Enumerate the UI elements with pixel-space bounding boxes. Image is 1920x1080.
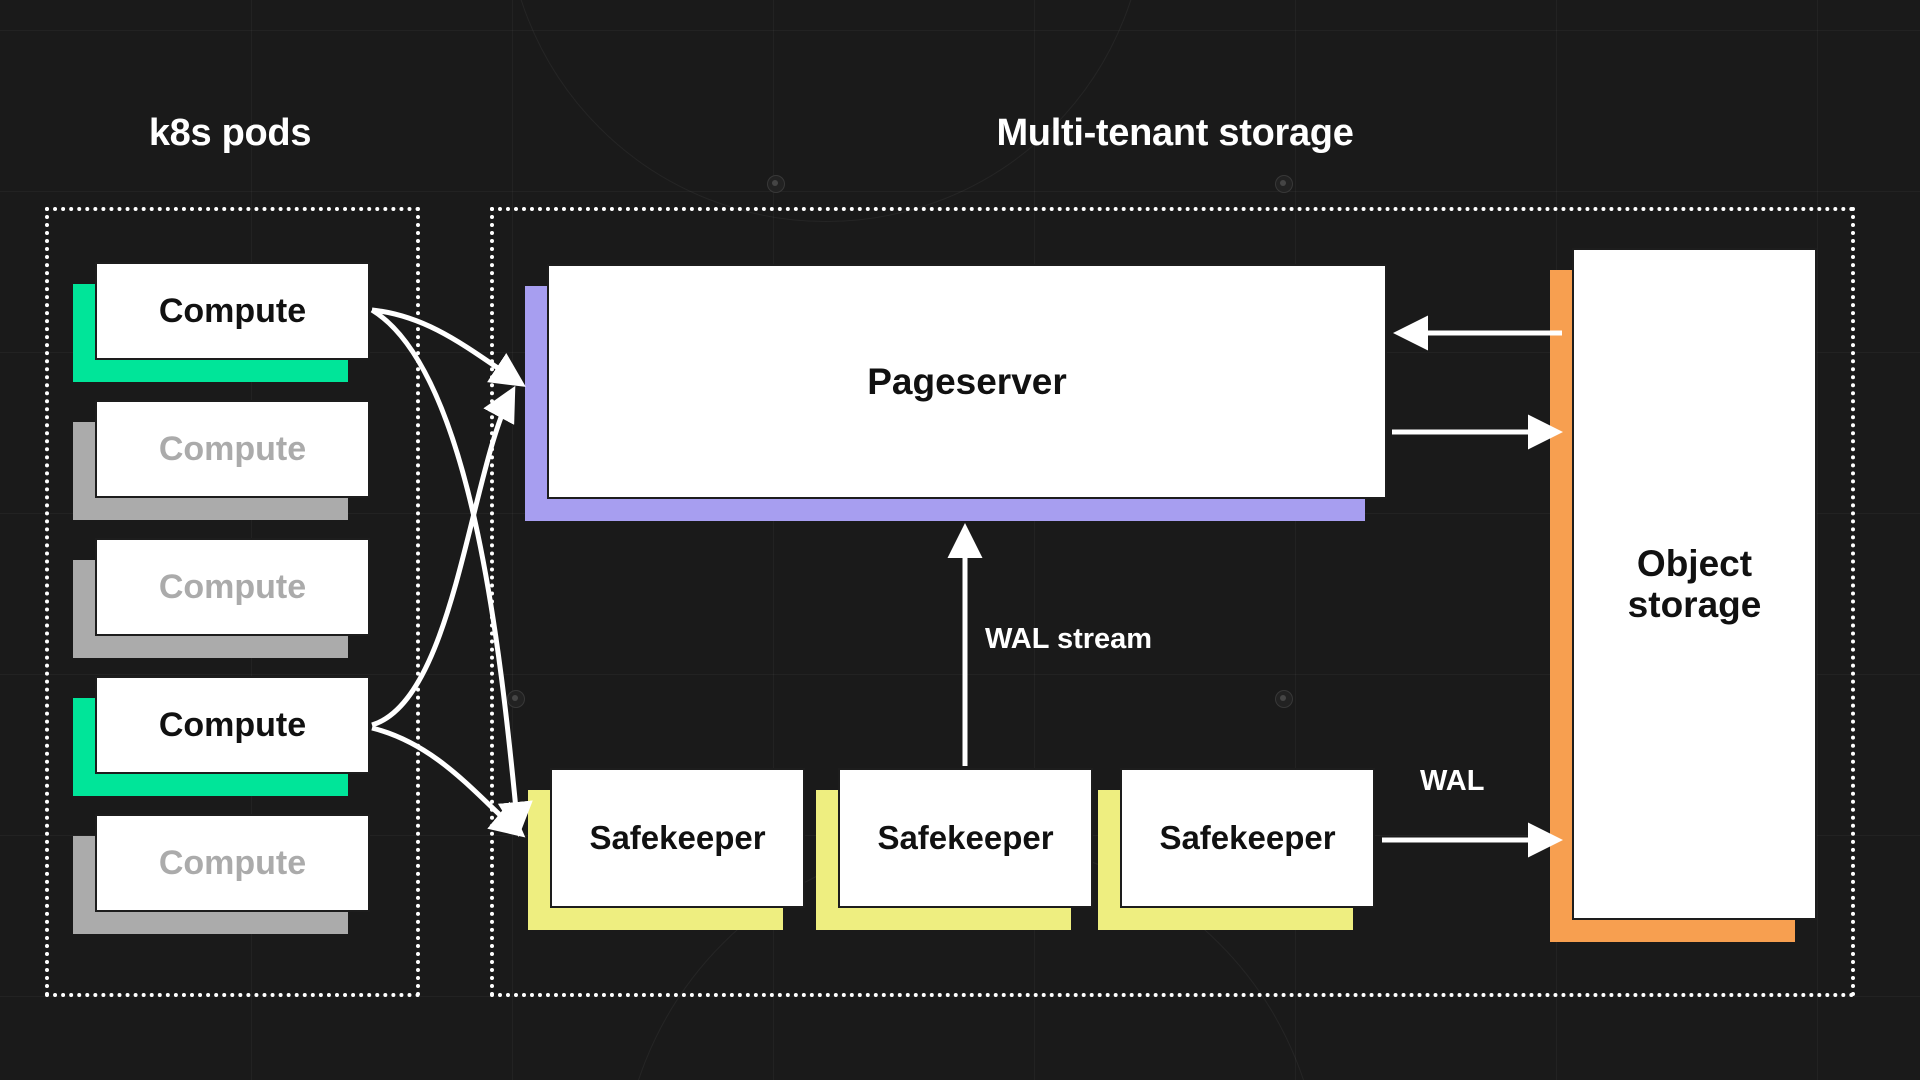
node-safekeeper-2-accent	[816, 790, 1071, 930]
node-compute-2-label: Compute	[95, 400, 370, 498]
node-safekeeper-3[interactable]: Safekeeper	[1098, 768, 1375, 930]
background-arc-top	[505, 0, 1147, 222]
node-compute-3-label: Compute	[95, 538, 370, 636]
node-safekeeper-1-label: Safekeeper	[550, 768, 805, 908]
background-node-dot-1	[767, 175, 785, 193]
node-compute-3-accent	[73, 560, 348, 658]
node-compute-4[interactable]: Compute	[73, 676, 370, 796]
node-object-storage-label-line2: storage	[1627, 584, 1762, 625]
node-compute-2-accent	[73, 422, 348, 520]
node-compute-1[interactable]: Compute	[73, 262, 370, 382]
node-safekeeper-1-accent	[528, 790, 783, 930]
group-title-multi-tenant-storage: Multi-tenant storage	[996, 112, 1354, 154]
node-compute-1-label: Compute	[95, 262, 370, 360]
node-compute-1-accent	[73, 284, 348, 382]
node-object-storage-label-line1: Object	[1636, 542, 1753, 584]
edge-label-wal: WAL	[1420, 765, 1485, 797]
node-safekeeper-3-label: Safekeeper	[1120, 768, 1375, 908]
node-object-storage[interactable]: Object storage	[1550, 248, 1817, 942]
node-compute-2[interactable]: Compute	[73, 400, 370, 520]
node-compute-3[interactable]: Compute	[73, 538, 370, 658]
node-pageserver-label: Pageserver	[547, 264, 1387, 499]
node-safekeeper-1[interactable]: Safekeeper	[528, 768, 805, 930]
background-node-dot-2	[1275, 175, 1293, 193]
node-safekeeper-2-label: Safekeeper	[838, 768, 1093, 908]
node-compute-4-label: Compute	[95, 676, 370, 774]
node-pageserver-accent	[525, 286, 1365, 521]
group-title-k8s-pods: k8s pods	[148, 112, 312, 154]
node-pageserver[interactable]: Pageserver	[525, 264, 1387, 521]
edge-label-wal-stream: WAL stream	[985, 623, 1153, 655]
node-compute-5-accent	[73, 836, 348, 934]
node-compute-5[interactable]: Compute	[73, 814, 370, 934]
node-object-storage-label: Object storage	[1572, 248, 1817, 920]
node-safekeeper-3-accent	[1098, 790, 1353, 930]
node-safekeeper-2[interactable]: Safekeeper	[816, 768, 1093, 930]
node-compute-5-label: Compute	[95, 814, 370, 912]
node-compute-4-accent	[73, 698, 348, 796]
